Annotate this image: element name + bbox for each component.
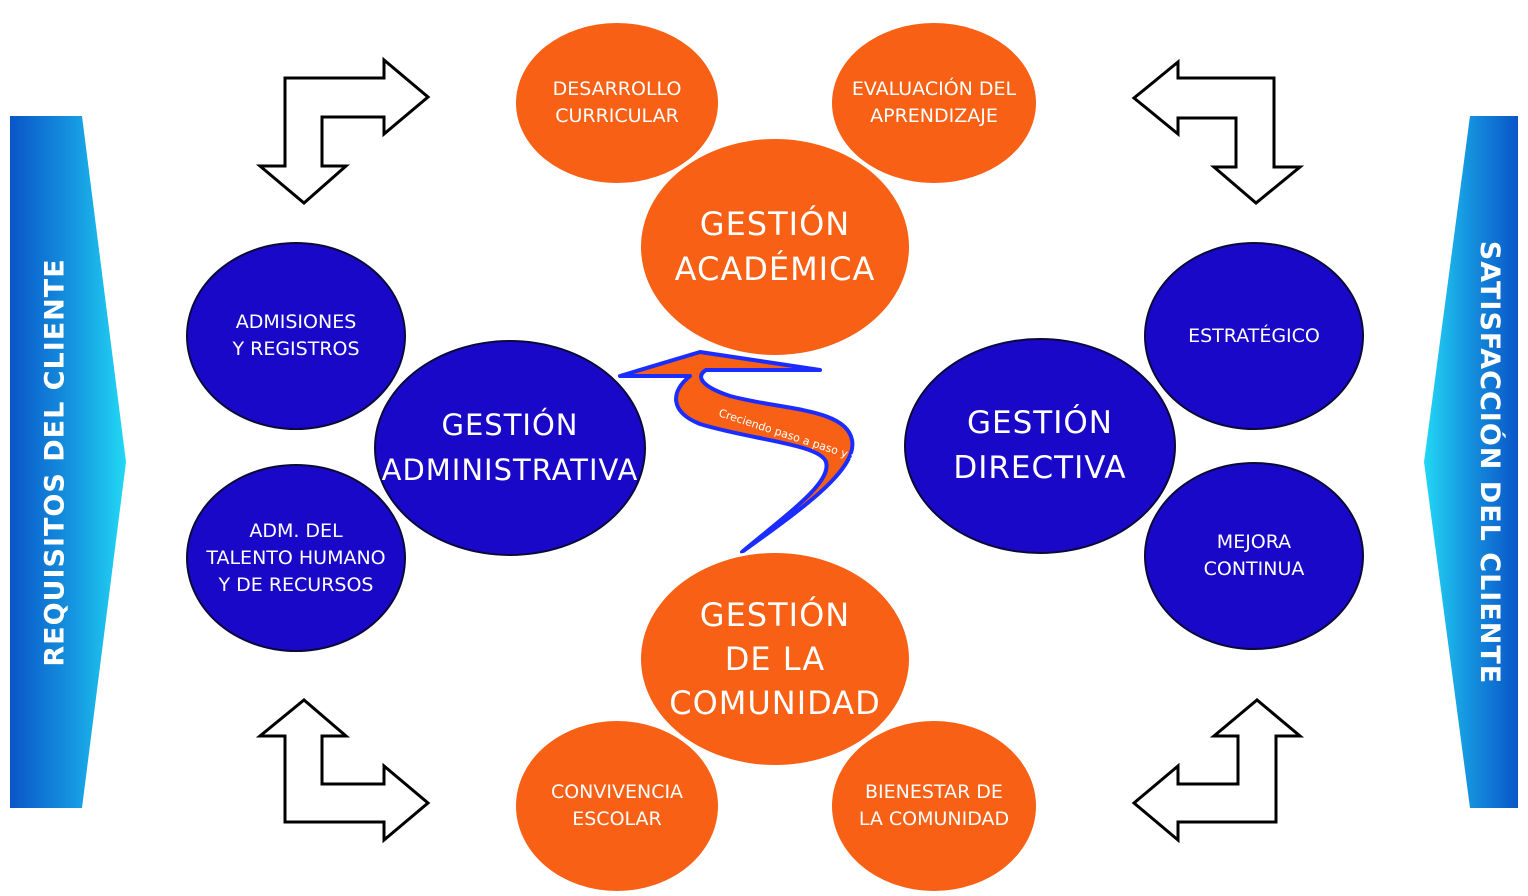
center-growth-arrow — [618, 350, 855, 554]
right-banner-shape — [1424, 116, 1518, 808]
node-gestion-administrativa: GESTIÓN ADMINISTRATIVA — [374, 340, 646, 556]
bent-arrow-bottom-right — [1131, 698, 1305, 844]
node-gestion-academica: GESTIÓN ACADÉMICA — [638, 136, 912, 358]
node-admisiones-registros: ADMISIONES Y REGISTROS — [186, 242, 406, 430]
right-banner-label: SATISFACCIÓN DEL CLIENTE — [1474, 240, 1506, 684]
node-convivencia-escolar: CONVIVENCIA ESCOLAR — [513, 718, 721, 894]
node-evaluacion-aprendizaje: EVALUACIÓN DEL APRENDIZAJE — [829, 20, 1039, 186]
node-bienestar-comunidad: BIENESTAR DE LA COMUNIDAD — [829, 718, 1039, 894]
node-mejora-continua: MEJORA CONTINUA — [1144, 462, 1364, 650]
left-banner-label: REQUISITOS DEL CLIENTE — [39, 257, 71, 667]
node-estrategico: ESTRATÉGICO — [1144, 242, 1364, 430]
bent-arrow-top-left — [255, 56, 431, 205]
node-gestion-comunidad: GESTIÓN DE LA COMUNIDAD — [638, 550, 912, 768]
bent-arrow-top-right — [1131, 58, 1305, 205]
bent-arrow-bottom-left — [255, 698, 431, 844]
node-talento-humano-recursos: ADM. DEL TALENTO HUMANO Y DE RECURSOS — [186, 464, 406, 652]
right-banner: SATISFACCIÓN DEL CLIENTE — [1452, 116, 1528, 808]
left-banner-shape — [10, 116, 126, 808]
node-gestion-directiva: GESTIÓN DIRECTIVA — [904, 338, 1176, 554]
left-banner: REQUISITOS DEL CLIENTE — [10, 116, 100, 808]
node-desarrollo-curricular: DESARROLLO CURRICULAR — [513, 20, 721, 186]
